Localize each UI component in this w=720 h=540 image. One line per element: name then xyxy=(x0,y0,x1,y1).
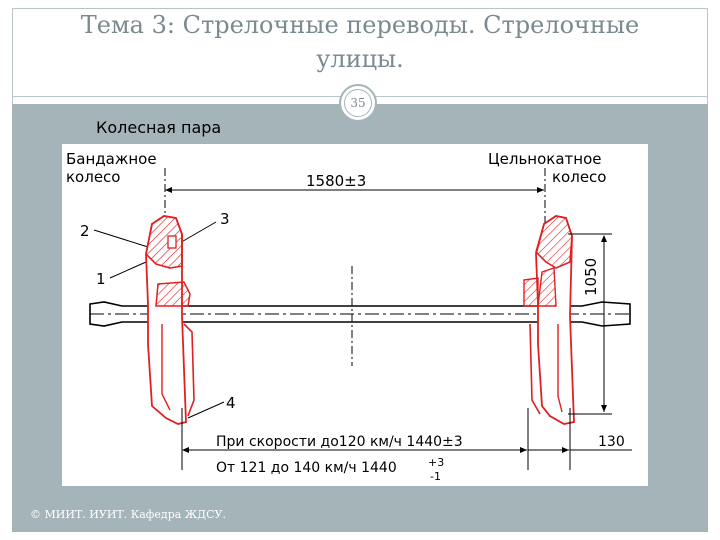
right-wheel-label-1: Цельнокатное xyxy=(488,150,602,168)
wheelset-drawing: Бандажное колесо Цельнокатное колесо 158… xyxy=(62,144,648,486)
gauge-dimension-text: 1580±3 xyxy=(306,172,366,190)
title-line-1: Тема 3: Стрелочные переводы. Стрелочные xyxy=(80,11,640,39)
right-wheel-disc-lower xyxy=(557,324,563,413)
left-wheel-label-1: Бандажное xyxy=(66,150,157,168)
footer: © МИИТ. ИУИТ. Кафедра ЖДСУ. xyxy=(30,508,226,521)
right-hub-section xyxy=(523,277,539,307)
slide-title: Тема 3: Стрелочные переводы. Стрелочные … xyxy=(30,8,690,76)
callout-3: 3 xyxy=(220,210,230,228)
callout-4: 4 xyxy=(226,394,236,412)
right-wheel-rim-lower xyxy=(529,323,541,415)
offset-dimension-text: 130 xyxy=(598,434,625,450)
speed-line-1: При скорости до120 км/ч 1440±3 xyxy=(216,434,463,450)
callout-1-leader xyxy=(109,261,147,279)
right-disc-section xyxy=(537,267,557,307)
right-rim-section xyxy=(535,215,573,269)
page-number: 35 xyxy=(344,89,372,117)
callout-2-leader xyxy=(93,229,149,248)
wheelset-svg: Бандажное колесо Цельнокатное колесо 158… xyxy=(66,150,632,483)
left-retaining-ring xyxy=(167,235,177,249)
speed-line-2-tolerance-minus: -1 xyxy=(430,470,441,483)
callout-1: 1 xyxy=(96,270,106,288)
speed-line-2-tolerance-plus: +3 xyxy=(428,456,444,469)
left-wheel-label-2: колесо xyxy=(66,168,120,186)
height-dimension-text: 1050 xyxy=(582,258,600,296)
left-wheel-rim-lower xyxy=(183,323,195,417)
left-wheel-disc-lower xyxy=(161,324,171,411)
left-hub-section xyxy=(155,281,191,307)
callout-3-leader xyxy=(177,221,217,245)
speed-line-2: От 121 до 140 км/ч 1440 xyxy=(216,460,397,476)
page-number-badge: 35 xyxy=(339,84,377,122)
figure-caption: Колесная пара xyxy=(96,118,222,137)
title-line-2: улицы. xyxy=(316,45,404,73)
callout-4-leader xyxy=(187,401,225,419)
right-wheel-label-2: колесо xyxy=(552,168,606,186)
callout-2: 2 xyxy=(80,222,90,240)
left-tyre-section xyxy=(145,215,183,269)
